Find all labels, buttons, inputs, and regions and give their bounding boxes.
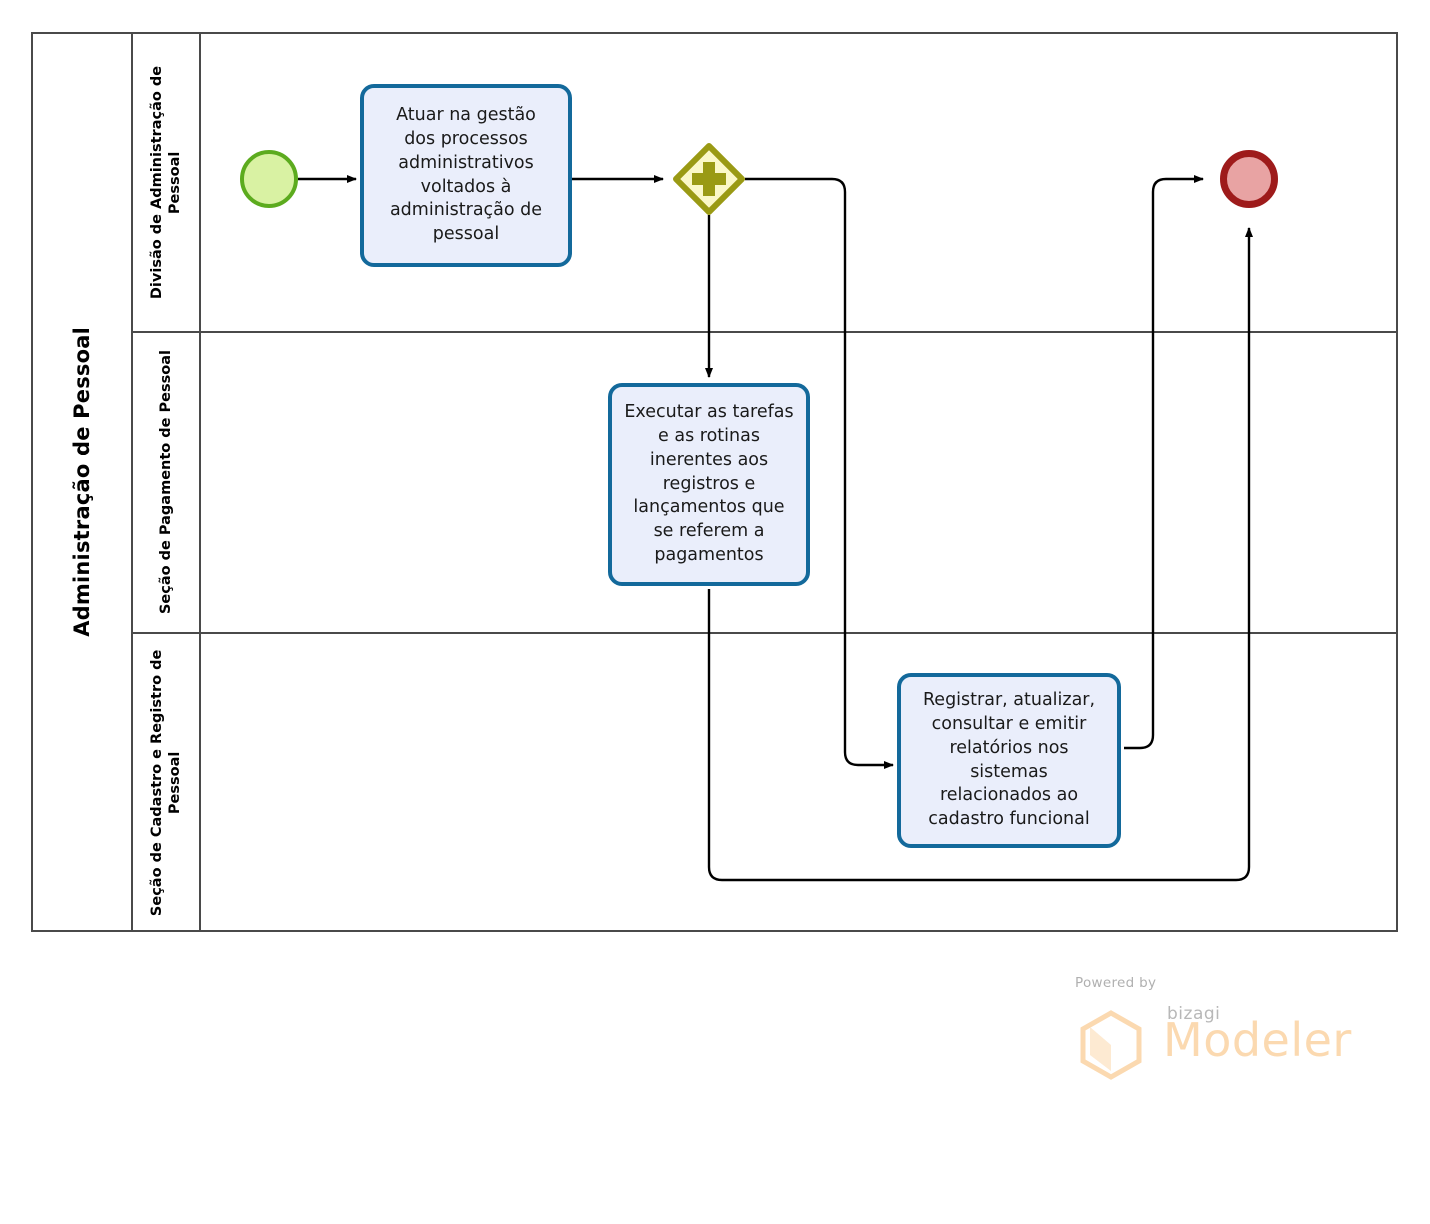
end-event[interactable]	[1220, 150, 1278, 208]
bizagi-hexagon-logo-icon	[1080, 1010, 1142, 1080]
task-label: Executar as tarefas e as rotinas inerent…	[624, 402, 794, 565]
lane-body-cadastro	[201, 634, 1396, 932]
lane-header-divisao: Divisão de Administração de Pessoal	[133, 34, 201, 331]
task-label: Atuar na gestão dos processos administra…	[389, 105, 543, 245]
task-label: Registrar, atualizar, consultar e emitir…	[922, 690, 1096, 830]
parallel-gateway-icon	[673, 143, 745, 215]
modeler-wordmark: Modeler	[1163, 1013, 1352, 1067]
pool-title: Administração de Pessoal	[70, 327, 94, 637]
lane-label-divisao: Divisão de Administração de Pessoal	[148, 65, 183, 300]
start-event[interactable]	[240, 150, 298, 208]
pool-header: Administração de Pessoal	[33, 34, 133, 930]
lane-header-pagamento: Seção de Pagamento de Pessoal	[133, 333, 201, 632]
powered-by-label: Powered by	[1075, 975, 1157, 991]
task-executar-as-tarefas-e-rotinas[interactable]: Executar as tarefas e as rotinas inerent…	[608, 383, 810, 586]
bizagi-modeler-watermark: Powered by bizagi Modeler	[1075, 975, 1375, 1080]
lane-divisao-de-administracao-de-pessoal[interactable]: Divisão de Administração de Pessoal	[133, 34, 1396, 331]
lane-label-pagamento: Seção de Pagamento de Pessoal	[157, 350, 174, 615]
lane-header-cadastro: Seção de Cadastro e Registro de Pessoal	[133, 634, 201, 932]
task-registrar-atualizar-consultar-emitir[interactable]: Registrar, atualizar, consultar e emitir…	[897, 673, 1121, 848]
task-atuar-na-gestao-dos-processos[interactable]: Atuar na gestão dos processos administra…	[360, 84, 572, 267]
lane-label-cadastro: Seção de Cadastro e Registro de Pessoal	[148, 649, 183, 917]
parallel-gateway[interactable]	[673, 143, 745, 215]
bizagi-wordmark: bizagi	[1167, 1004, 1221, 1024]
lane-secao-de-cadastro-e-registro-de-pessoal[interactable]: Seção de Cadastro e Registro de Pessoal	[133, 632, 1396, 932]
